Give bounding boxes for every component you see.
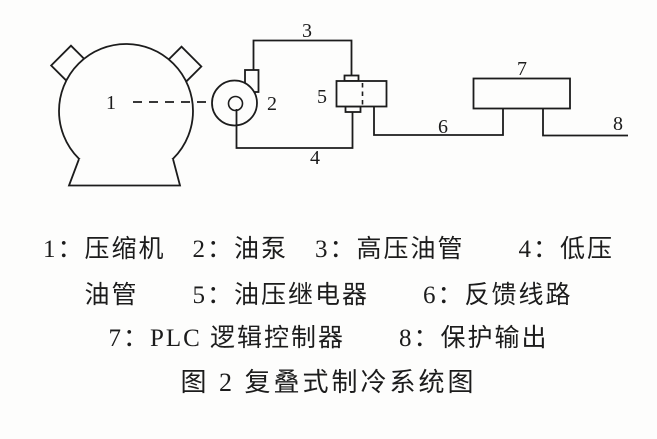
high-pressure-oil-pipe — [252, 39, 353, 76]
compressor-body — [58, 43, 194, 179]
oil-pump-hub — [227, 95, 244, 112]
feedback-line — [373, 106, 504, 136]
label-compressor: 1 — [106, 92, 116, 114]
legend-line-1: 1：压缩机 2：油泵 3：高压油管 4：低压 — [42, 236, 614, 263]
plc-controller-box — [472, 77, 571, 110]
legend-line-2: 油管 5：油压继电器 6：反馈线路 — [84, 282, 573, 309]
legend-line-3: 7：PLC 逻辑控制器 8：保护输出 — [108, 325, 549, 352]
label-feedback-line: 6 — [438, 116, 448, 138]
compressor-base — [67, 158, 182, 187]
cascade-refrigeration-system-diagram: 1 2 3 4 5 6 7 8 — [49, 20, 628, 187]
label-oil-pressure-relay: 5 — [317, 86, 327, 108]
label-high-pressure-pipe: 3 — [302, 20, 312, 42]
label-plc-controller: 7 — [517, 58, 527, 80]
label-low-pressure-pipe: 4 — [310, 147, 320, 169]
figure-caption: 图 2 复叠式制冷系统图 — [180, 368, 477, 397]
low-pressure-oil-pipe — [235, 109, 354, 149]
oil-pump-body — [211, 79, 258, 127]
protection-output-line — [542, 108, 628, 137]
label-protection-output: 8 — [613, 113, 623, 135]
oil-pressure-relay-box — [335, 80, 388, 108]
label-oil-pump: 2 — [267, 93, 277, 115]
